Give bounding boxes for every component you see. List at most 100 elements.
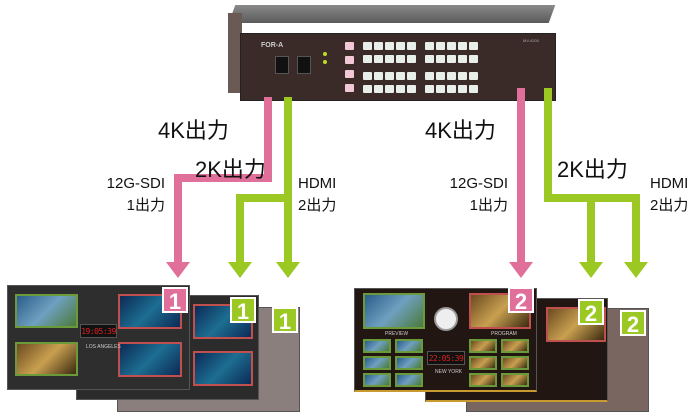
device-button[interactable] <box>447 42 456 50</box>
device-button[interactable] <box>447 72 456 80</box>
right-2k-line <box>632 194 640 264</box>
device-button[interactable] <box>363 42 372 50</box>
video-tile <box>363 356 391 370</box>
device-button[interactable] <box>396 85 405 93</box>
device-button[interactable] <box>385 42 394 50</box>
right-badge-2k-hdmi: 2 <box>620 310 646 337</box>
device-button[interactable] <box>436 42 445 50</box>
video-tile <box>193 351 253 386</box>
right-2k-line <box>587 194 595 264</box>
video-tile <box>469 339 497 353</box>
device-button[interactable] <box>374 72 383 80</box>
analog-clock-icon <box>434 307 458 331</box>
device-button[interactable] <box>436 72 445 80</box>
device-button[interactable] <box>363 55 372 63</box>
status-led <box>323 52 327 56</box>
device-button[interactable] <box>425 85 434 93</box>
device-button[interactable] <box>374 55 383 63</box>
hdmi-text: HDMI <box>298 175 337 192</box>
video-tile <box>501 356 529 370</box>
device-button[interactable] <box>396 72 405 80</box>
device-button[interactable] <box>374 42 383 50</box>
device-button[interactable] <box>345 84 354 92</box>
left-2k-label: 2K出力 <box>195 157 266 182</box>
right-badge-2k-sdi: 2 <box>578 299 604 326</box>
power-switch-2[interactable] <box>297 56 311 74</box>
program-caption: PROGRAM <box>491 331 517 337</box>
video-tile <box>501 373 529 387</box>
device-button[interactable] <box>436 85 445 93</box>
device-button[interactable] <box>363 72 372 80</box>
device-button[interactable] <box>345 56 354 64</box>
device-side <box>228 13 242 93</box>
video-tile <box>15 342 78 376</box>
right-2k-line <box>544 88 552 202</box>
right-sdi-label: 12G-SDI 1出力 <box>438 173 508 217</box>
left-2k-arrow <box>276 262 300 278</box>
left-4k-line <box>174 174 272 182</box>
video-tile <box>395 356 423 370</box>
device-model: MV-4200 <box>523 38 540 43</box>
clock-caption: NEW YORK <box>435 369 463 375</box>
device-button[interactable] <box>458 55 467 63</box>
left-2k-line <box>284 97 292 264</box>
left-badge-2k-hdmi: 1 <box>272 307 298 334</box>
device-button[interactable] <box>396 42 405 50</box>
device-button[interactable] <box>469 55 478 63</box>
video-tile <box>118 342 182 377</box>
device-button[interactable] <box>345 70 354 78</box>
preview-caption: PREVIEW <box>385 331 409 337</box>
device-button[interactable] <box>469 85 478 93</box>
video-tile <box>363 293 425 329</box>
video-tile <box>15 294 78 328</box>
hdmi-count: 2出力 <box>650 197 689 214</box>
sdi-count: 1出力 <box>469 197 508 214</box>
device-button[interactable] <box>385 72 394 80</box>
left-4k-line <box>174 174 182 264</box>
video-tile <box>363 339 391 353</box>
right-2k-arrow <box>579 262 603 278</box>
device-button[interactable] <box>385 85 394 93</box>
device-button[interactable] <box>425 42 434 50</box>
power-switch-1[interactable] <box>275 56 289 74</box>
video-tile <box>395 339 423 353</box>
left-2k-line <box>236 194 292 202</box>
device-button[interactable] <box>425 72 434 80</box>
device-button[interactable] <box>458 72 467 80</box>
device-button[interactable] <box>407 85 416 93</box>
left-2k-arrow <box>228 262 252 278</box>
device-top <box>228 5 556 23</box>
device-logo: FOR-A <box>261 42 284 49</box>
left-4k-label: 4K出力 <box>158 118 229 143</box>
device-button[interactable] <box>363 85 372 93</box>
left-4k-line <box>264 97 272 181</box>
device-button[interactable] <box>447 55 456 63</box>
left-2k-line <box>236 194 244 264</box>
device-button[interactable] <box>425 55 434 63</box>
sdi-text: 12G-SDI <box>449 175 508 192</box>
device-button[interactable] <box>374 85 383 93</box>
device-button[interactable] <box>407 55 416 63</box>
left-badge-4k: 1 <box>162 287 188 314</box>
device-button[interactable] <box>407 42 416 50</box>
right-4k-line <box>517 88 525 264</box>
left-4k-arrow <box>166 262 190 278</box>
device-button[interactable] <box>385 55 394 63</box>
multiviewer-device: FOR-A MV-4200 <box>228 5 556 101</box>
device-button[interactable] <box>458 42 467 50</box>
right-4k-label: 4K出力 <box>425 118 496 143</box>
left-monitor-1: 19:05:39 LOS ANGELES <box>7 285 190 390</box>
device-button[interactable] <box>396 55 405 63</box>
device-button[interactable] <box>407 72 416 80</box>
device-button[interactable] <box>447 85 456 93</box>
clock-display: 22:05:39 <box>427 351 465 365</box>
video-tile <box>469 373 497 387</box>
device-button[interactable] <box>345 42 354 50</box>
device-button[interactable] <box>469 72 478 80</box>
device-button[interactable] <box>436 55 445 63</box>
device-button[interactable] <box>469 42 478 50</box>
device-button[interactable] <box>458 85 467 93</box>
